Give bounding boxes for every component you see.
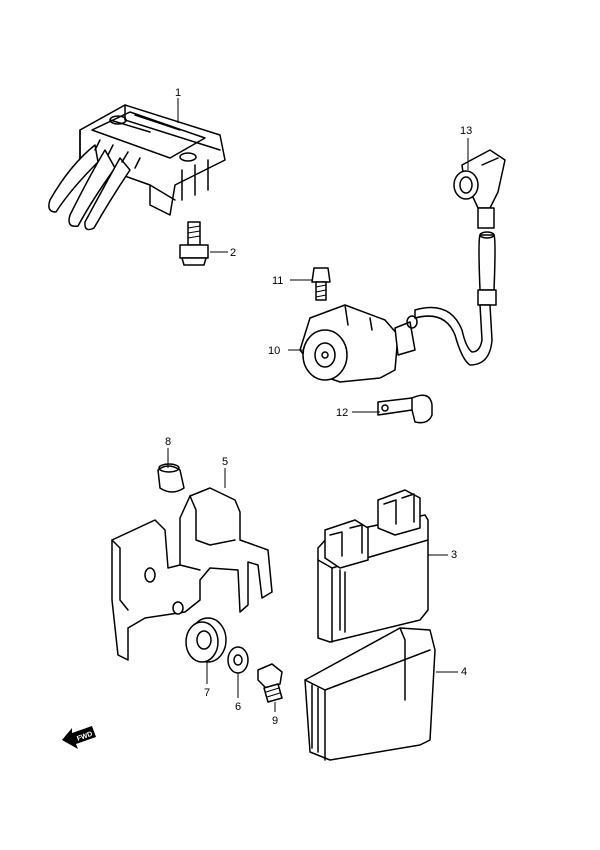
- part-7-grommet: [185, 617, 227, 663]
- part-9-bolt: [257, 663, 283, 703]
- callout-4: 4: [461, 666, 467, 678]
- leader-lines: [167, 98, 469, 712]
- part-2-bolt: [179, 221, 209, 266]
- part-4-case: [304, 627, 436, 761]
- callout-3: 3: [451, 549, 457, 561]
- part-5-bracket: [111, 487, 273, 661]
- part-6-washer: [227, 646, 249, 674]
- callout-7: 7: [204, 687, 210, 699]
- callout-1: 1: [175, 87, 181, 99]
- callout-9: 9: [272, 715, 278, 727]
- callout-13: 13: [460, 125, 472, 137]
- callout-numbers: 1 2 3 4 5 6 7 8 9 10 11 12 13: [165, 87, 472, 727]
- callout-11: 11: [272, 275, 283, 287]
- part-11-bolt: [311, 267, 331, 301]
- part-3-cdi-unit: [317, 489, 429, 643]
- part-12-clamp: [377, 394, 433, 424]
- callout-5: 5: [222, 456, 228, 468]
- callout-10: 10: [268, 345, 280, 357]
- part-10-ignition-coil: [299, 304, 493, 383]
- part-1-regulator: [48, 104, 226, 231]
- callout-2: 2: [230, 247, 236, 259]
- callout-6: 6: [235, 701, 241, 713]
- part-13-plug-cap: [453, 149, 506, 306]
- callout-12: 12: [336, 407, 348, 419]
- forward-arrow-icon: FWD: [62, 726, 96, 749]
- callout-8: 8: [165, 436, 171, 448]
- part-8-cap: [157, 463, 185, 493]
